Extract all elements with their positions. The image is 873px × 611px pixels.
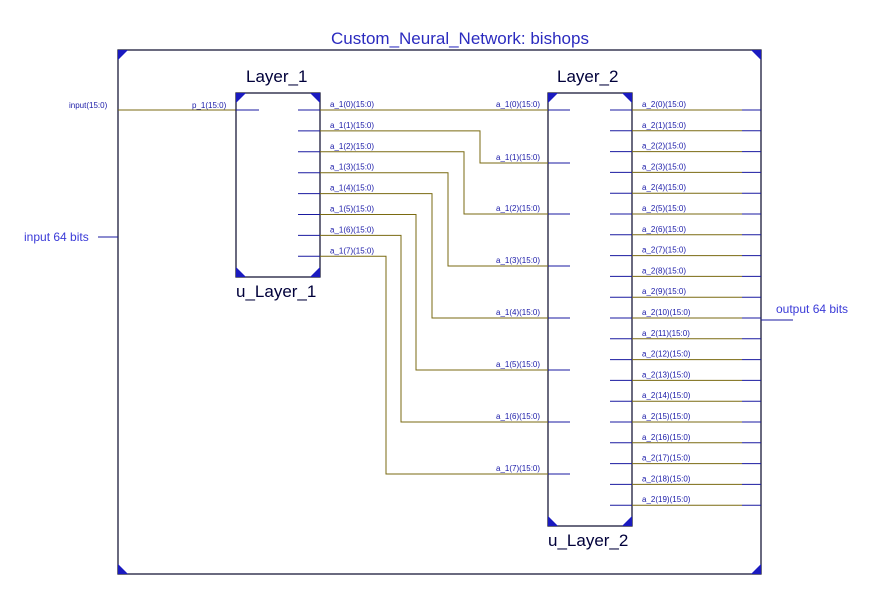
layer-2-output-label: a_2(5)(15:0): [642, 204, 686, 213]
net-wire: [320, 130, 548, 164]
top-level-frame: [117, 49, 762, 575]
layer-2-output-label: a_2(2)(15:0): [642, 142, 686, 151]
block-corner-marker: [622, 516, 632, 526]
layer-2-output-label: a_2(14)(15:0): [642, 391, 691, 400]
layer-2-input-label: a_1(4)(15:0): [496, 308, 540, 317]
layer-1-output-label: a_1(4)(15:0): [330, 184, 374, 193]
net-wire: [320, 193, 548, 319]
layer-2-output-label: a_2(13)(15:0): [642, 370, 691, 379]
layer-1-output-label: a_1(5)(15:0): [330, 205, 374, 214]
layer-2-output-label: a_2(3)(15:0): [642, 162, 686, 171]
layer-2-output-label: a_2(8)(15:0): [642, 266, 686, 275]
layer-2-output-label: a_2(6)(15:0): [642, 225, 686, 234]
input-port-name: input(15:0): [69, 101, 108, 110]
block-corner-marker: [310, 93, 320, 103]
layer-1-block[interactable]: Layer_1 u_Layer_1 p_1(15:0): [192, 67, 321, 301]
interconnect-nets: a_1(0)(15:0) a_1(0)(15:0) a_1(1)(15:0) a_1(…: [298, 100, 761, 506]
block-corner-marker: [622, 93, 632, 103]
frame-corner-marker: [118, 564, 128, 574]
net-wire: [320, 214, 548, 371]
block-corner-marker: [310, 267, 320, 277]
net-wire: [320, 234, 548, 423]
layer-1-output-label: a_1(3)(15:0): [330, 163, 374, 172]
layer-2-instance-label: u_Layer_2: [548, 531, 628, 550]
output-port-label: output 64 bits: [776, 302, 848, 316]
layer-1-body[interactable]: [235, 92, 321, 278]
layer-1-output-label: a_1(7)(15:0): [330, 246, 374, 255]
net-wire: [320, 151, 548, 215]
layer-2-input-label: a_1(5)(15:0): [496, 360, 540, 369]
layer-2-type-label: Layer_2: [557, 67, 618, 86]
layer-2-input-label: a_1(7)(15:0): [496, 464, 540, 473]
layer-1-output-label: a_1(0)(15:0): [330, 100, 374, 109]
block-corner-marker: [236, 93, 246, 103]
layer-1-input-pin-label: p_1(15:0): [192, 101, 227, 110]
diagram-title: Custom_Neural_Network: bishops: [331, 29, 589, 48]
layer-2-output-label: a_2(10)(15:0): [642, 308, 691, 317]
layer-1-type-label: Layer_1: [246, 67, 307, 86]
layer-1-output-label: a_1(2)(15:0): [330, 142, 374, 151]
layer-2-output-label: a_2(19)(15:0): [642, 495, 691, 504]
layer-2-input-label: a_1(0)(15:0): [496, 100, 540, 109]
input-port-label: input 64 bits: [24, 230, 89, 244]
layer-2-output-label: a_2(0)(15:0): [642, 100, 686, 109]
frame-corner-marker: [751, 50, 761, 60]
layer-2-output-label: a_2(4)(15:0): [642, 183, 686, 192]
layer-2-output-label: a_2(18)(15:0): [642, 474, 691, 483]
layer-2-input-label: a_1(2)(15:0): [496, 204, 540, 213]
frame-corner-marker: [751, 564, 761, 574]
block-corner-marker: [548, 516, 558, 526]
layer-2-output-label: a_2(1)(15:0): [642, 121, 686, 130]
frame-corner-marker: [118, 50, 128, 60]
layer-2-input-label: a_1(6)(15:0): [496, 412, 540, 421]
layer-1-instance-label: u_Layer_1: [236, 282, 316, 301]
layer-2-output-label: a_2(9)(15:0): [642, 287, 686, 296]
layer-2-output-label: a_2(7)(15:0): [642, 246, 686, 255]
layer-1-output-label: a_1(6)(15:0): [330, 225, 374, 234]
layer-2-output-label: a_2(15)(15:0): [642, 412, 691, 421]
layer-2-output-label: a_2(17)(15:0): [642, 454, 691, 463]
layer-2-input-label: a_1(1)(15:0): [496, 153, 540, 162]
layer-1-output-label: a_1(1)(15:0): [330, 121, 374, 130]
net-wire: [320, 172, 548, 267]
net-wire: [320, 255, 548, 475]
layer-2-body[interactable]: [547, 92, 633, 527]
layer-2-block[interactable]: Layer_2 u_Layer_2: [547, 67, 633, 550]
block-corner-marker: [236, 267, 246, 277]
block-corner-marker: [548, 93, 558, 103]
layer-2-output-label: a_2(11)(15:0): [642, 329, 690, 338]
layer-2-output-label: a_2(16)(15:0): [642, 433, 691, 442]
layer-2-input-label: a_1(3)(15:0): [496, 256, 540, 265]
layer-2-output-label: a_2(12)(15:0): [642, 350, 691, 359]
